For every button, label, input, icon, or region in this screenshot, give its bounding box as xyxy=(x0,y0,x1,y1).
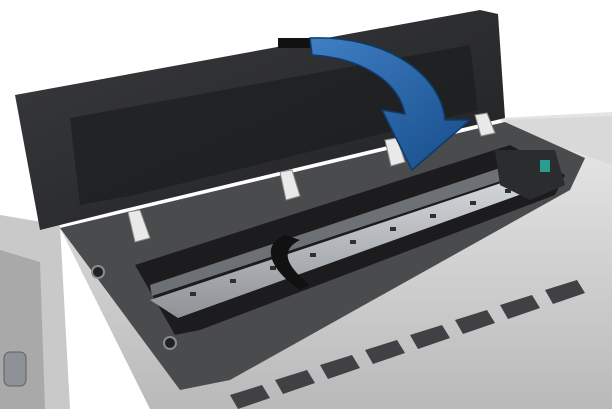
platen-bar-rear xyxy=(150,158,540,296)
printer-left-button xyxy=(3,351,27,387)
lid-hinges xyxy=(127,112,496,243)
carriage-cable xyxy=(270,235,310,290)
carriage-led xyxy=(540,160,550,172)
close-direction-arrow-icon xyxy=(309,37,473,172)
bezel-screws xyxy=(91,265,177,350)
window-cover-handle xyxy=(278,38,318,48)
window-cover-inner xyxy=(70,45,478,205)
front-key-row xyxy=(230,280,585,409)
platen-marks xyxy=(190,189,511,296)
